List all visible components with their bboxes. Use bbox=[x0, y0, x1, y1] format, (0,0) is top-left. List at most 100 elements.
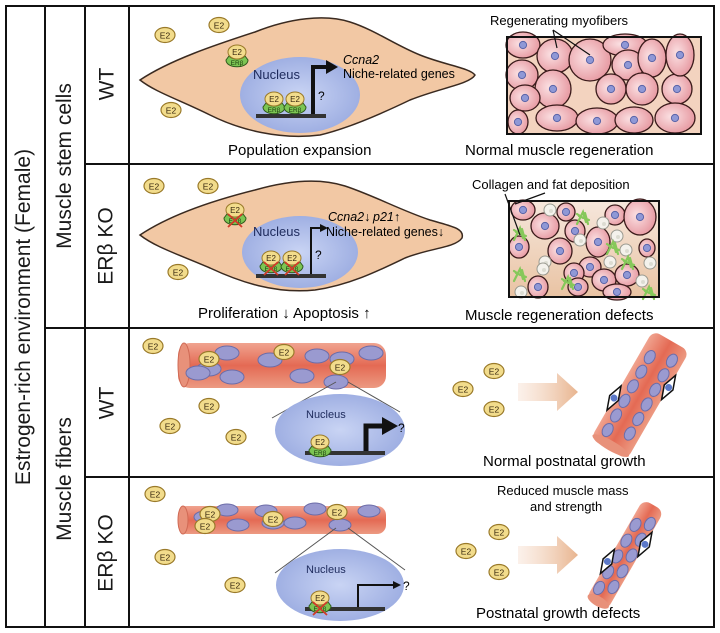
myofiber-nucleus bbox=[612, 287, 622, 297]
grown-muscle-fiber bbox=[587, 502, 662, 609]
growth-arrow bbox=[518, 536, 578, 574]
myofiber bbox=[595, 73, 627, 105]
myofiber bbox=[530, 212, 560, 240]
e2-shape bbox=[160, 101, 182, 119]
divider bbox=[84, 476, 715, 478]
e2-shape bbox=[225, 428, 247, 446]
myofiber bbox=[568, 38, 612, 82]
e2-label: E2 bbox=[335, 363, 346, 373]
fiber-body bbox=[588, 502, 662, 608]
transcription-arrow bbox=[311, 65, 328, 114]
tissue-label: Regenerating myofibers bbox=[490, 13, 629, 28]
myofiber bbox=[556, 202, 576, 222]
myofiber bbox=[637, 38, 667, 78]
myofiber bbox=[665, 33, 695, 77]
myofiber-nucleus bbox=[533, 282, 543, 292]
myofiber-nucleus bbox=[629, 115, 639, 125]
fiber-nucleus bbox=[219, 369, 245, 385]
myofiber bbox=[614, 106, 654, 134]
fat-droplet-core bbox=[520, 291, 524, 295]
divider bbox=[84, 5, 86, 628]
collagen-strands bbox=[575, 209, 591, 226]
e2-molecule: E2 bbox=[194, 517, 216, 535]
myofiber bbox=[534, 69, 572, 109]
myofiber bbox=[625, 72, 659, 106]
fiber-nucleus bbox=[643, 516, 656, 532]
collagen-strands bbox=[512, 266, 528, 283]
fat-droplet-core bbox=[549, 209, 553, 213]
fiber-nucleus bbox=[616, 564, 629, 579]
myofiber-nucleus bbox=[550, 51, 560, 61]
myofiber-nucleus bbox=[555, 246, 565, 256]
e2-label: E2 bbox=[149, 182, 160, 192]
outcome-label: Muscle regeneration defects bbox=[465, 307, 653, 324]
e2-label: E2 bbox=[230, 581, 241, 591]
unknown-mark: ? bbox=[318, 89, 325, 103]
fat-droplet bbox=[596, 216, 610, 230]
label-pointer bbox=[552, 29, 591, 56]
divider bbox=[44, 327, 715, 329]
divider bbox=[128, 5, 130, 628]
nucleus-label: Nucleus bbox=[306, 409, 346, 421]
satellite-cell bbox=[660, 373, 677, 402]
gene-niche-down: Niche-related genes↓ bbox=[326, 225, 444, 239]
fat-droplet-core bbox=[616, 235, 620, 239]
e2-molecule: E2 bbox=[224, 576, 246, 594]
fat-droplet bbox=[543, 203, 557, 217]
dna-strand bbox=[256, 114, 326, 118]
outcome-label: Normal muscle regeneration bbox=[465, 142, 653, 159]
e2-label: E2 bbox=[204, 402, 215, 412]
e2-label: E2 bbox=[332, 508, 343, 518]
unknown-mark: ? bbox=[403, 579, 410, 593]
myofiber bbox=[536, 38, 574, 74]
e2-molecule: E2 bbox=[154, 548, 176, 566]
e2-molecule: E2 bbox=[455, 542, 477, 560]
nucleus-label: Nucleus bbox=[253, 67, 300, 82]
fiber-nucleus bbox=[632, 411, 645, 427]
myofiber bbox=[507, 109, 529, 135]
fiber-nucleus bbox=[635, 364, 648, 379]
label-pointer bbox=[504, 192, 546, 236]
fat-droplet bbox=[610, 229, 624, 243]
e2-label: E2 bbox=[266, 254, 276, 263]
myofiber-nucleus bbox=[517, 70, 527, 80]
e2-molecule: E2 bbox=[483, 400, 505, 418]
e2-label: E2 bbox=[268, 515, 279, 525]
fiber-end bbox=[177, 342, 191, 388]
e2-molecule: E2 bbox=[326, 503, 348, 521]
myofiber-nucleus bbox=[635, 212, 645, 222]
transcription-arrowhead bbox=[382, 417, 398, 435]
myofiber-nucleus bbox=[585, 262, 595, 272]
fiber-nucleus bbox=[620, 533, 633, 548]
e2-molecule: E2 bbox=[225, 428, 247, 446]
fiber-nucleus bbox=[592, 580, 606, 595]
satellite-nucleus bbox=[610, 394, 618, 402]
e2-shape bbox=[282, 250, 302, 266]
e2-label: E2 bbox=[458, 385, 469, 395]
fiber-nucleus bbox=[610, 408, 623, 423]
e2-molecule: E2 bbox=[144, 485, 166, 503]
fiber-nucleus bbox=[358, 345, 384, 361]
myofiber-nucleus bbox=[573, 282, 583, 292]
satellite-nucleus bbox=[641, 540, 649, 548]
e2-shape bbox=[167, 263, 189, 281]
fiber-nucleus bbox=[618, 393, 631, 408]
fiber-nucleus bbox=[303, 502, 327, 516]
fiber-nucleus bbox=[328, 518, 352, 532]
myofiber bbox=[654, 102, 696, 134]
myofiber-nucleus bbox=[623, 60, 633, 70]
fiber-nucleus bbox=[607, 579, 620, 595]
zoom-line bbox=[347, 527, 406, 571]
dna-strand bbox=[305, 607, 385, 611]
fat-droplet-core bbox=[625, 249, 629, 253]
fat-droplet-core bbox=[542, 268, 546, 272]
myofiber-nucleus bbox=[540, 221, 550, 231]
e2-shape bbox=[329, 358, 351, 376]
e2-molecule: E2 bbox=[208, 16, 230, 34]
e2-shape bbox=[262, 510, 284, 528]
